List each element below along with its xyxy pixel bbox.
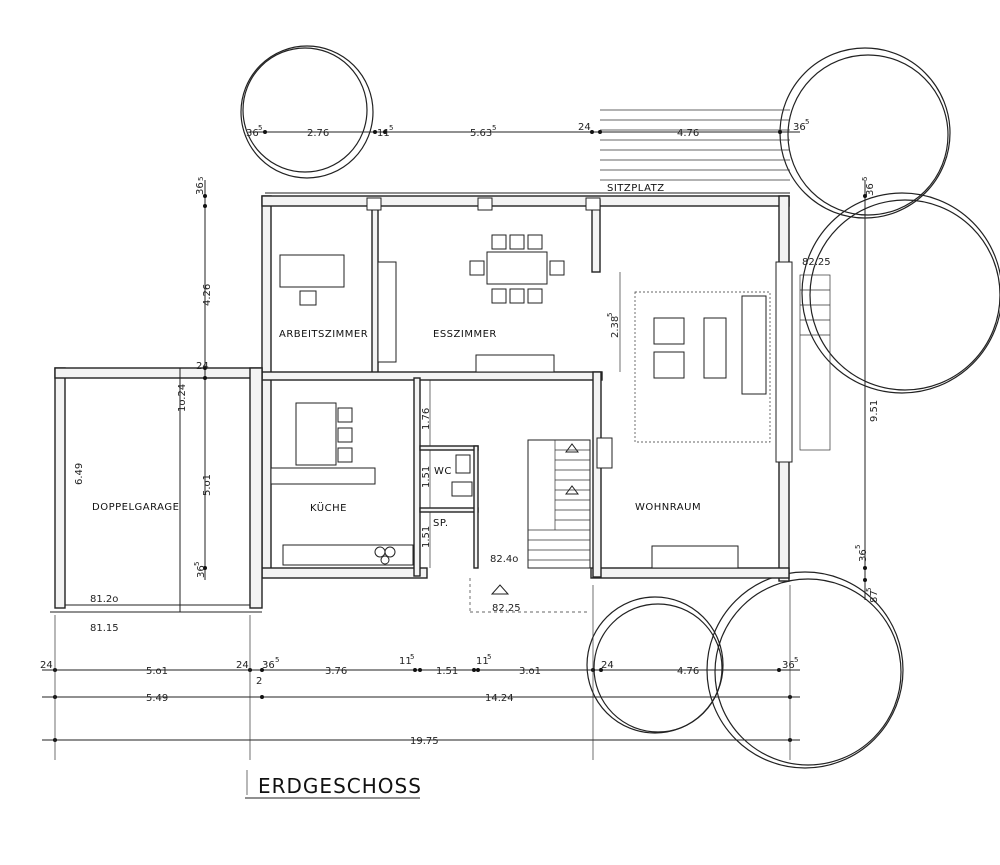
dimension-lines <box>42 130 867 795</box>
dim-garage-total: 5.49 <box>146 693 168 704</box>
dim-bottom-12: 36 <box>782 660 795 671</box>
dining-table <box>486 251 548 285</box>
tree-right <box>801 192 1000 394</box>
dim-top-3-sup: 5 <box>389 124 393 132</box>
dim-small: 2 <box>256 676 262 687</box>
dim-left-1-sup: 5 <box>197 177 205 181</box>
dim-overall: 19.75 <box>410 736 439 747</box>
dim-left-7-sup: 5 <box>193 562 201 566</box>
room-wohnraum: WOHNRAUM <box>635 502 701 513</box>
room-sp: SP. <box>433 518 449 529</box>
dim-top-4: 5.63 <box>470 128 492 139</box>
dim-bottom-4: 36 <box>262 660 275 671</box>
room-kueche: KÜCHE <box>310 501 347 514</box>
trees <box>240 45 1000 769</box>
dim-top-7: 36 <box>793 122 806 133</box>
terrace-hatching <box>265 109 790 194</box>
dim-right-4-sup: 5 <box>865 588 873 592</box>
level-entrance: 82.25 <box>492 603 521 614</box>
dim-top-1-sup: 5 <box>258 124 262 132</box>
dim-bottom-4-sup: 5 <box>275 656 279 664</box>
dim-bottom-12-sup: 5 <box>794 656 798 664</box>
dim-bottom-11: 4.76 <box>677 666 699 677</box>
room-labels: ARBEITSZIMMER ESSZIMMER WOHNRAUM KÜCHE W… <box>92 183 701 529</box>
dim-right-1: 36 <box>865 183 876 196</box>
dim-right-3-sup: 5 <box>854 545 862 549</box>
dim-sp-depth: 1.51 <box>421 526 432 548</box>
dim-left-7: 36 <box>196 565 207 578</box>
dim-wc-depth: 1.51 <box>421 466 432 488</box>
dim-bottom-10: 24 <box>601 660 614 671</box>
levels: 81.2o 81.15 82.4o 82.25 82.25 <box>90 257 831 634</box>
dim-top-3: 11 <box>377 128 390 139</box>
dim-esszimmer-depth: 2.38 <box>610 316 621 338</box>
toilet <box>455 454 471 474</box>
dim-top-6: 4.76 <box>677 128 699 139</box>
dim-right-1-sup: 5 <box>861 177 869 181</box>
room-esszimmer: ESSZIMMER <box>433 329 497 340</box>
sofa <box>741 295 767 395</box>
outdoor-steps <box>799 274 831 451</box>
dim-bottom-3: 24 <box>236 660 249 671</box>
area-sitzplatz: SITZPLATZ <box>607 183 665 194</box>
dim-bottom-9: 3.o1 <box>519 666 541 677</box>
plan-title: ERDGESCHOSS <box>258 774 422 798</box>
dim-bottom-6-sup: 5 <box>410 653 414 661</box>
dim-bottom-6: 11 <box>399 656 412 667</box>
dim-bottom-2: 5.o1 <box>146 666 168 677</box>
dim-right-3: 36 <box>858 549 869 562</box>
room-doppelgarage: DOPPELGARAGE <box>92 502 179 513</box>
dim-esszimmer-depth-sup: 5 <box>606 313 614 317</box>
dim-left-6: 5.o1 <box>202 474 213 496</box>
tree-top-left <box>240 45 374 179</box>
dim-top-4-sup: 5 <box>492 124 496 132</box>
level-garage-front: 81.15 <box>90 623 119 634</box>
dim-top-1: 36 <box>246 128 259 139</box>
kitchen-island <box>295 402 337 466</box>
tree-bottom-right-small <box>586 596 724 734</box>
dim-top-7-sup: 5 <box>805 118 809 126</box>
garage <box>50 367 263 613</box>
dim-top-5: 24 <box>578 122 591 133</box>
room-arbeitszimmer: ARBEITSZIMMER <box>279 329 368 340</box>
dim-left-2: 4.26 <box>202 284 213 306</box>
dim-left-3: 24 <box>196 361 209 372</box>
dim-bottom-7: 1.51 <box>436 666 458 677</box>
dim-bottom-8-sup: 5 <box>487 653 491 661</box>
dim-bottom-8: 11 <box>476 656 489 667</box>
dim-left-4: 1o.24 <box>177 384 188 412</box>
level-right-top: 82.25 <box>802 257 831 268</box>
dim-right-4: 87 <box>869 590 880 603</box>
staircase <box>527 439 591 569</box>
dim-right-2: 9.51 <box>869 400 880 422</box>
dimension-texts: 36 5 2.76 11 5 5.63 5 24 4.76 36 5 36 5 … <box>40 118 880 747</box>
level-hall-floor: 82.4o <box>490 554 518 565</box>
level-garage-floor: 81.2o <box>90 594 118 605</box>
dim-hall-depth: 1.76 <box>421 408 432 430</box>
dim-left-5: 6.49 <box>74 463 85 485</box>
dim-bottom-1: 24 <box>40 660 53 671</box>
dim-left-1: 36 <box>195 182 206 195</box>
dim-house-total: 14.24 <box>485 693 514 704</box>
dim-bottom-5: 3.76 <box>325 666 347 677</box>
room-wc: WC <box>434 466 452 477</box>
dim-top-2: 2.76 <box>307 128 329 139</box>
furniture <box>270 234 831 595</box>
carpet <box>634 291 771 443</box>
desk <box>279 254 345 288</box>
